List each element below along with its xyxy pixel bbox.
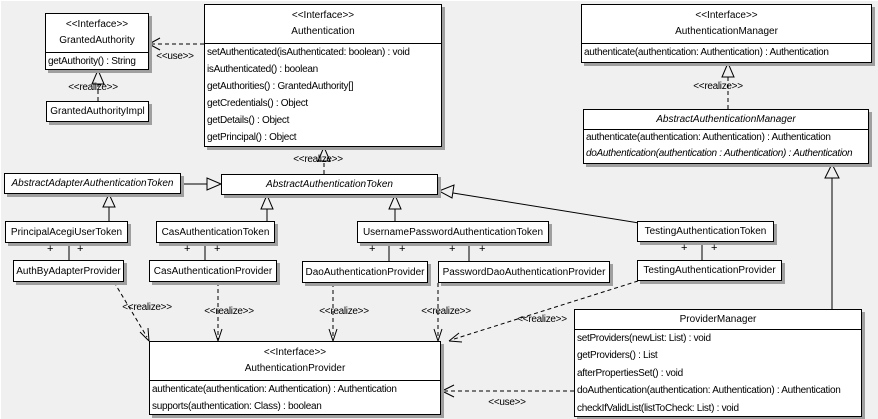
realize-label: <<realize>>	[693, 81, 743, 92]
hollow-triangle	[206, 177, 223, 191]
method-row: setProviders(newList: List) : void	[577, 333, 711, 344]
class-header: AbstractAuthenticationManager	[584, 110, 868, 130]
method-row: afterPropertiesSet() : void	[577, 367, 683, 379]
class-name: AbstractAdapterAuthenticationToken	[11, 178, 174, 189]
class-box-provider-manager: ProviderManager setProviders(newList: Li…	[574, 309, 862, 417]
class-box-cas-authentication-token: CasAuthenticationToken	[156, 221, 275, 243]
realize-label: <<realize>>	[293, 154, 343, 165]
class-name: AuthenticationManager	[675, 26, 778, 37]
class-stereotype: <<Interface>>	[291, 10, 355, 21]
method-row: getDetails() : Object	[207, 115, 290, 126]
class-box-auth-by-adapter-provider: AuthByAdapterProvider	[13, 260, 124, 282]
class-name: UsernamePasswordAuthenticationToken	[362, 226, 544, 238]
open-arrowhead	[441, 384, 455, 398]
method-row: setAuthenticated(isAuthenticated: boolea…	[207, 47, 410, 58]
hollow-triangle	[260, 193, 274, 210]
realize-label: <<realize>>	[319, 306, 369, 317]
realize-label: <<realize>>	[68, 82, 118, 93]
class-box-cas-authentication-provider: CasAuthenticationProvider	[149, 260, 277, 282]
hollow-triangle	[824, 162, 840, 179]
class-box-testing-authentication-token: TestingAuthenticationToken	[637, 221, 774, 242]
multiplicity-label: +	[479, 243, 486, 255]
multiplicity-label: +	[77, 243, 84, 255]
multiplicity-label: +	[214, 243, 221, 255]
class-name: PrincipalAcegiUserToken	[10, 226, 123, 238]
class-header: <<Interface>> AuthenticationProvider	[150, 342, 440, 381]
open-arrowhead	[433, 328, 443, 342]
class-box-dao-authentication-provider: DaoAuthenticationProvider	[302, 261, 428, 283]
multiplicity-label: +	[711, 242, 718, 254]
hollow-triangle	[388, 193, 402, 210]
class-name: ProviderManager	[679, 314, 757, 325]
realize-label: <<realize>>	[122, 302, 172, 313]
class-header: <<Interface>> Authentication	[205, 5, 441, 44]
class-name: PasswordDaoAuthenticationProvider	[442, 266, 606, 278]
method-row: getPrincipal() : Object	[207, 132, 297, 143]
class-name: TestingAuthenticationToken	[644, 226, 767, 237]
class-box-abstract-adapter-authentication-token: AbstractAdapterAuthenticationToken	[4, 173, 181, 194]
class-name: AbstractAuthenticationToken	[266, 179, 393, 190]
class-box-granted-authority-impl: GrantedAuthorityImpl	[46, 101, 149, 122]
realize-label: <<realize>>	[517, 314, 567, 325]
class-name: AuthenticationProvider	[244, 363, 346, 374]
class-name: TestingAuthenticationProvider	[643, 265, 776, 276]
open-arrowhead	[213, 328, 223, 342]
open-arrowhead	[148, 37, 161, 51]
open-arrowhead	[139, 327, 150, 342]
method-row: getAuthorities() : GrantedAuthority[]	[207, 81, 354, 92]
class-box-abstract-authentication-token: AbstractAuthenticationToken	[221, 174, 438, 195]
class-header: ProviderManager	[575, 310, 861, 330]
multiplicity-label: +	[369, 243, 376, 255]
class-name: DaoAuthenticationProvider	[305, 266, 425, 278]
method-row: doAuthentication(authentication: Authent…	[577, 385, 841, 397]
class-box-principal-acegi-user-token: PrincipalAcegiUserToken	[5, 221, 128, 243]
class-box-authentication-manager: <<Interface>> AuthenticationManager auth…	[581, 4, 872, 63]
multiplicity-label: +	[184, 243, 191, 255]
class-name: GrantedAuthorityImpl	[50, 106, 145, 117]
class-stereotype: <<Interface>>	[65, 19, 129, 30]
use-label: <<use>>	[156, 51, 194, 62]
class-name: Authentication	[291, 26, 355, 37]
method-row: getAuthority() : String	[48, 56, 136, 67]
method-row: authenticate(authentication: Authenticat…	[152, 384, 397, 395]
class-stereotype: <<Interface>>	[695, 10, 758, 21]
multiplicity-label: +	[47, 243, 54, 255]
class-box-abstract-authentication-manager: AbstractAuthenticationManager authentica…	[583, 109, 869, 164]
class-name: AbstractAuthenticationManager	[656, 114, 796, 125]
class-box-authentication: <<Interface>> Authentication setAuthenti…	[204, 4, 442, 147]
class-header: <<Interface>> GrantedAuthority	[46, 14, 148, 53]
open-arrowhead	[328, 328, 338, 342]
class-name: CasAuthenticationToken	[161, 226, 270, 238]
class-name: GrantedAuthority	[59, 35, 135, 46]
hollow-triangle	[721, 61, 735, 78]
use-label: <<use>>	[488, 397, 526, 408]
class-header: <<Interface>> AuthenticationManager	[582, 5, 871, 44]
method-row: checkIfValidList(listToCheck: List) : vo…	[577, 402, 739, 414]
multiplicity-label: +	[449, 243, 456, 255]
multiplicity-label: +	[681, 242, 688, 254]
method-row: doAuthentication(authentication : Authen…	[586, 148, 853, 159]
method-row: authenticate(authentication: Authenticat…	[584, 47, 829, 58]
class-name: AuthByAdapterProvider	[16, 265, 121, 277]
method-row: authenticate(authentication: Authenticat…	[586, 132, 831, 143]
generalization-edge	[452, 192, 640, 224]
method-row: getCredentials() : Object	[207, 98, 308, 109]
class-stereotype: <<Interface>>	[263, 347, 327, 358]
hollow-triangle	[102, 192, 116, 208]
hollow-triangle	[437, 184, 455, 199]
method-row: getProviders() : List	[577, 350, 658, 362]
open-arrowhead	[448, 332, 463, 343]
multiplicity-label: +	[399, 243, 406, 255]
class-box-username-password-authentication-token: UsernamePasswordAuthenticationToken	[357, 221, 549, 243]
method-row: isAuthenticated() : boolean	[207, 64, 318, 75]
class-box-granted-authority: <<Interface>> GrantedAuthority getAuthor…	[45, 13, 149, 70]
realize-label: <<realize>>	[421, 306, 471, 317]
realize-label: <<realize>>	[204, 306, 254, 317]
method-row: supports(authentication: Class) : boolea…	[152, 401, 322, 412]
class-box-password-dao-authentication-provider: PasswordDaoAuthenticationProvider	[438, 261, 610, 283]
class-name: CasAuthenticationProvider	[153, 265, 273, 277]
class-box-testing-authentication-provider: TestingAuthenticationProvider	[637, 260, 782, 281]
class-box-authentication-provider: <<Interface>> AuthenticationProvider aut…	[149, 341, 441, 415]
